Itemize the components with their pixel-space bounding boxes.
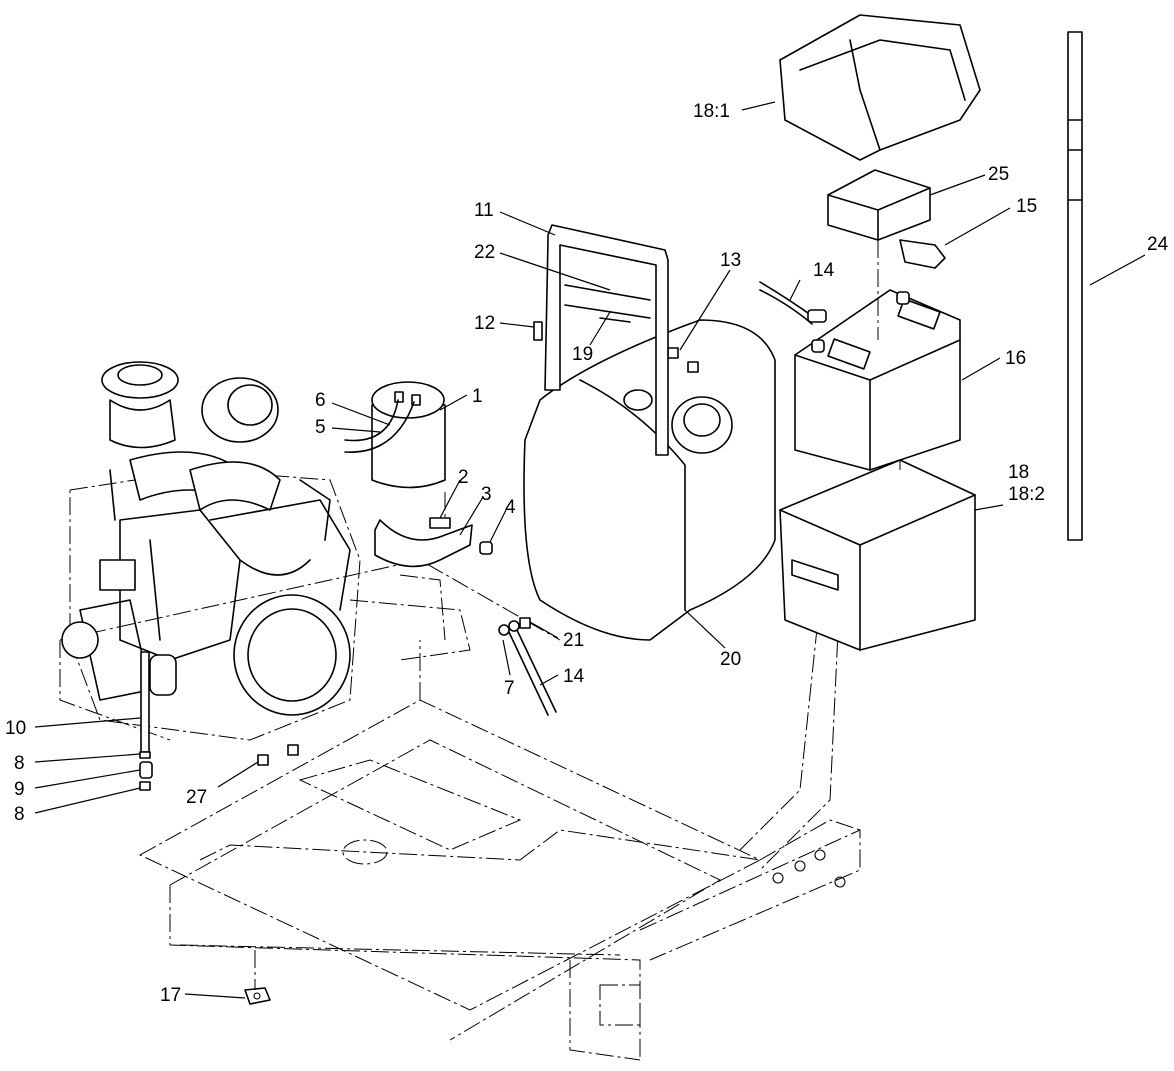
callout-21: 21 [563, 630, 584, 651]
callout-13: 13 [720, 250, 741, 271]
callout-8-lower: 8 [14, 804, 25, 825]
callout-5: 5 [315, 417, 326, 438]
callout-12: 12 [474, 313, 495, 334]
callout-24: 24 [1147, 234, 1169, 255]
ground-cable [498, 617, 557, 716]
callout-15: 15 [1016, 196, 1037, 217]
callout-2: 2 [458, 467, 469, 488]
battery-box [779, 459, 976, 651]
callout-11: 11 [474, 200, 494, 221]
evap-canister [344, 381, 446, 489]
callout-22: 22 [474, 242, 495, 263]
tank-handle [544, 224, 669, 456]
callout-25: 25 [988, 164, 1009, 185]
callout-7: 7 [504, 678, 515, 699]
battery-cable [759, 239, 946, 325]
canister-bracket [374, 517, 493, 568]
callout-labels: 18:1 25 15 24 11 22 13 14 12 19 16 6 5 1… [5, 101, 1169, 1006]
callout-19: 19 [572, 344, 593, 365]
leader-lines [34, 101, 1146, 999]
callout-8-upper: 8 [14, 753, 25, 774]
callout-16: 16 [1005, 348, 1026, 369]
callout-1: 1 [472, 386, 483, 407]
battery-box-cover [779, 14, 981, 161]
strap-24 [1067, 31, 1083, 541]
callout-27: 27 [186, 787, 207, 808]
callout-14-bottom: 14 [563, 666, 585, 687]
callout-9: 9 [14, 779, 25, 800]
callout-18-1: 18:1 [693, 101, 730, 122]
battery-cover-small [827, 169, 931, 241]
callout-20: 20 [720, 649, 741, 670]
callout-17: 17 [160, 985, 181, 1006]
callout-18-2: 18:2 [1008, 484, 1045, 505]
hardware-27-17 [244, 744, 299, 1005]
callout-10: 10 [5, 718, 26, 739]
callout-3: 3 [481, 484, 492, 505]
fuel-tank [523, 319, 776, 641]
callout-6: 6 [315, 390, 326, 411]
callout-4: 4 [505, 497, 516, 518]
callout-14-top: 14 [813, 260, 835, 281]
bolt-12 [533, 321, 543, 341]
engine-assembly [61, 361, 361, 741]
callout-18: 18 [1008, 462, 1029, 483]
battery [794, 289, 961, 471]
mower-frame [59, 559, 861, 1061]
